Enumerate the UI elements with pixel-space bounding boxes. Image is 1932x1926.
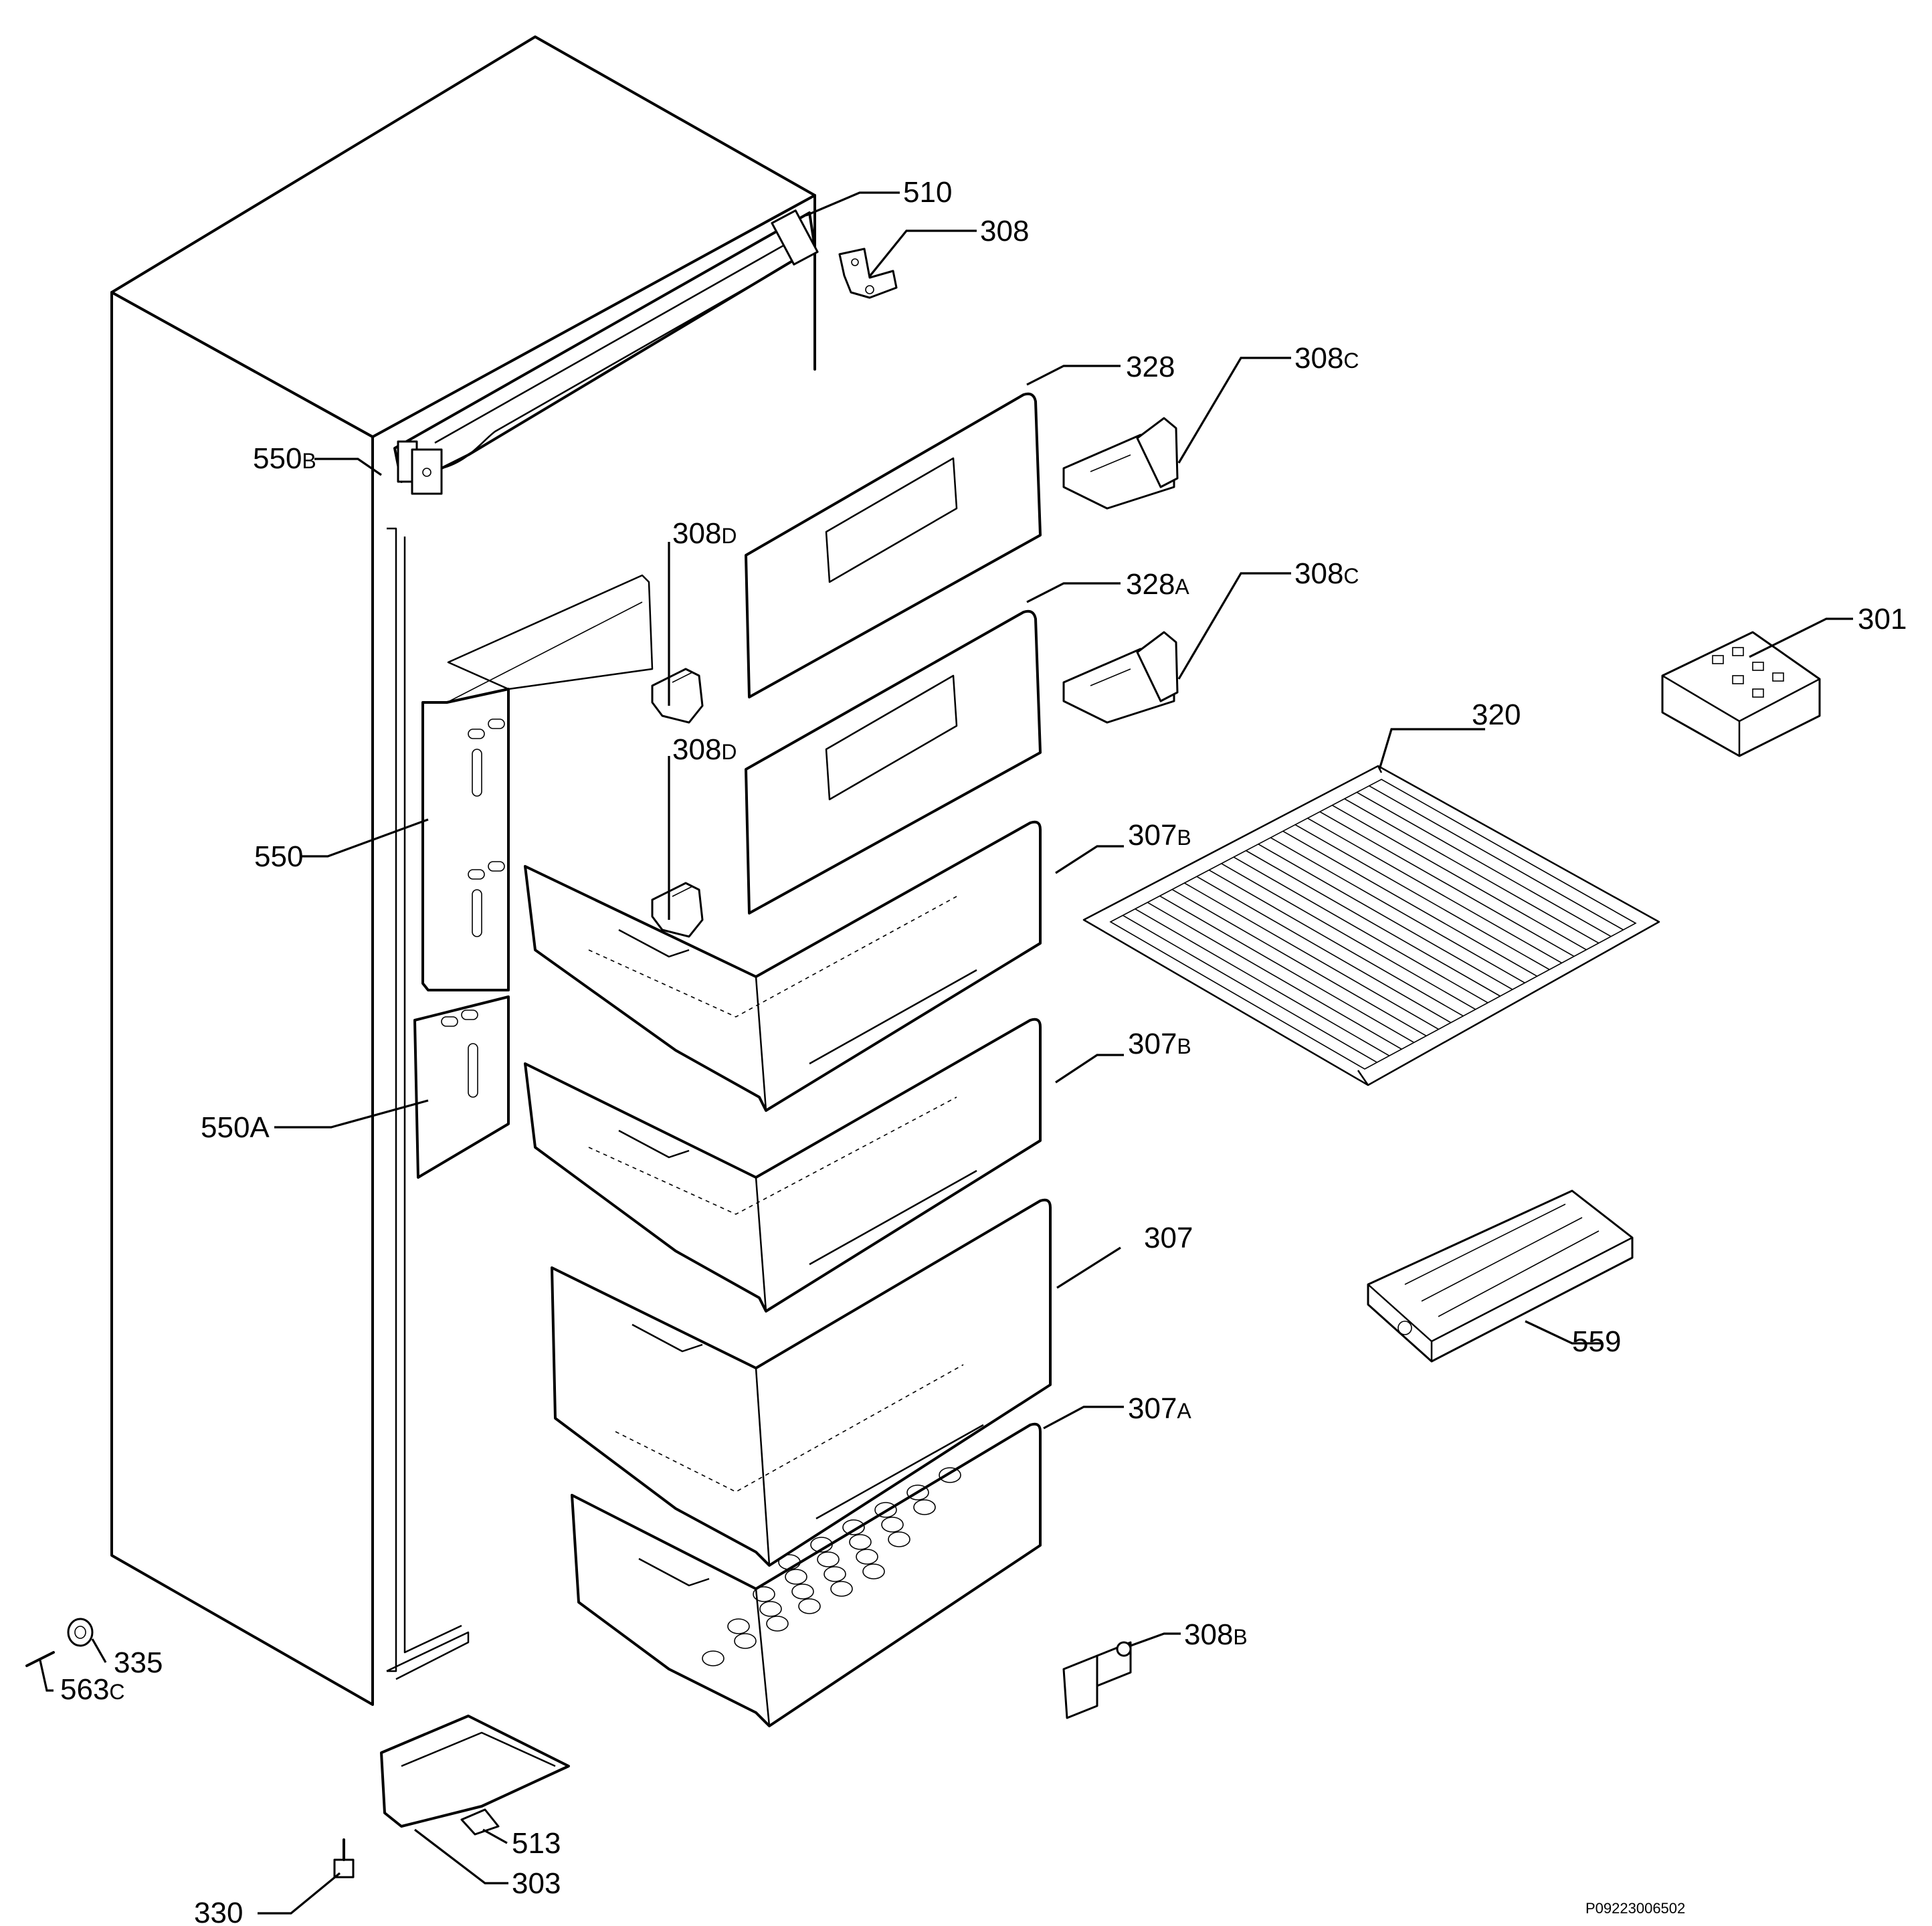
egg-hole [798, 1598, 821, 1614]
label-513: 513 [512, 1827, 561, 1860]
drawer-307B-top [524, 820, 1042, 1112]
shelf-rod [1282, 830, 1538, 977]
foot-330 [333, 1838, 355, 1879]
label-550B: 550B [253, 442, 316, 475]
wire-shelf-320 [1082, 765, 1660, 1086]
shelf-rod [1196, 876, 1452, 1024]
egg-hole [791, 1583, 814, 1600]
label-308: 308 [980, 215, 1029, 248]
egg-hole [824, 1566, 846, 1582]
label-559: 559 [1572, 1325, 1621, 1358]
clip-513 [460, 1808, 500, 1836]
egg-hole [849, 1534, 872, 1550]
top-frame-510 [393, 209, 819, 495]
drawer-307A [571, 1422, 1042, 1727]
fridge-cabinet [110, 35, 816, 1706]
label-550A: 550A [201, 1111, 270, 1144]
drip-tray-559 [1367, 1189, 1634, 1363]
label-510: 510 [903, 176, 952, 209]
rail-panel-550 [421, 574, 654, 991]
label-308B: 308B [1184, 1618, 1248, 1651]
egg-hole [913, 1499, 936, 1515]
shelf-rod [1208, 869, 1464, 1017]
shelf-rod [1246, 850, 1501, 997]
label-308D-top: 308D [672, 517, 737, 550]
label-303: 303 [512, 1867, 561, 1900]
egg-hole [702, 1650, 724, 1666]
ice-tray-301 [1661, 631, 1821, 757]
part-labels: 510 308 328 308C 550B 308D 328A 308C 301… [60, 176, 1907, 1926]
egg-hole [881, 1517, 904, 1533]
shelf-rod [1258, 844, 1513, 990]
egg-hole [830, 1581, 853, 1597]
shelf-rod [1123, 914, 1377, 1063]
egg-hole [727, 1618, 750, 1634]
flap-hinge-308D-top [651, 668, 704, 724]
label-550: 550 [254, 840, 303, 873]
flap-328 [745, 392, 1042, 698]
flap-328A [745, 609, 1042, 914]
label-320: 320 [1472, 698, 1521, 731]
egg-hole [817, 1551, 840, 1567]
egg-hole [874, 1502, 897, 1518]
label-307: 307 [1144, 1222, 1193, 1254]
shelf-rod [1159, 895, 1415, 1044]
drawing-code: P09223006502 [1585, 1900, 1685, 1917]
top-hinge-308 [838, 248, 898, 299]
shelf-rod [1135, 908, 1390, 1056]
label-307B-top: 307B [1128, 819, 1191, 852]
flap-hinge-308D-bottom [651, 882, 704, 938]
shelf-rod [1294, 824, 1550, 971]
spacer-335 [67, 1618, 94, 1647]
label-307B-bottom: 307B [1128, 1028, 1191, 1060]
egg-hole [753, 1586, 775, 1602]
egg-hole [842, 1519, 865, 1535]
shelf-rod [1270, 837, 1525, 983]
side-hinge-308C-top [1062, 417, 1179, 510]
shelf-rod [1221, 863, 1476, 1010]
egg-hole [888, 1531, 910, 1547]
shelf-rod [1307, 817, 1562, 964]
egg-hole [862, 1563, 885, 1579]
egg-hole [734, 1633, 757, 1649]
shelf-rod [1344, 798, 1600, 944]
label-335: 335 [114, 1646, 163, 1679]
label-308C-bottom: 308C [1294, 557, 1359, 590]
drawer-307B-bottom [524, 1018, 1042, 1313]
shelf-rod [1184, 882, 1439, 1030]
label-301: 301 [1858, 603, 1907, 636]
egg-hole [778, 1554, 801, 1570]
label-307A: 307A [1128, 1392, 1191, 1425]
leader-lines [39, 191, 1853, 1915]
rail-panel-550A [413, 995, 510, 1179]
label-563C: 563C [60, 1673, 125, 1706]
bottom-hinge-308B [1062, 1641, 1132, 1719]
egg-hole [785, 1569, 807, 1585]
egg-hole [939, 1467, 961, 1483]
shelf-rod [1147, 902, 1402, 1050]
egg-hole [810, 1537, 833, 1553]
label-328: 328 [1126, 351, 1175, 383]
kickplate-303 [380, 1715, 570, 1828]
side-hinge-308C-bottom [1062, 631, 1179, 724]
shelf-rod [1356, 791, 1612, 937]
pin-563C [25, 1651, 55, 1667]
label-308C-top: 308C [1294, 342, 1359, 375]
shelf-rod [1369, 785, 1624, 931]
shelf-rod [1233, 856, 1488, 1003]
label-328A: 328A [1126, 568, 1189, 601]
shelf-rod [1319, 811, 1575, 957]
egg-hole [759, 1601, 782, 1617]
label-330: 330 [194, 1897, 243, 1926]
label-308D-bottom: 308D [672, 733, 737, 766]
egg-hole [856, 1549, 878, 1565]
egg-hole [906, 1484, 929, 1501]
shelf-rod [1331, 805, 1587, 951]
shelf-rod [1171, 888, 1427, 1037]
drawer-307 [551, 1198, 1052, 1567]
egg-hole [766, 1616, 789, 1632]
